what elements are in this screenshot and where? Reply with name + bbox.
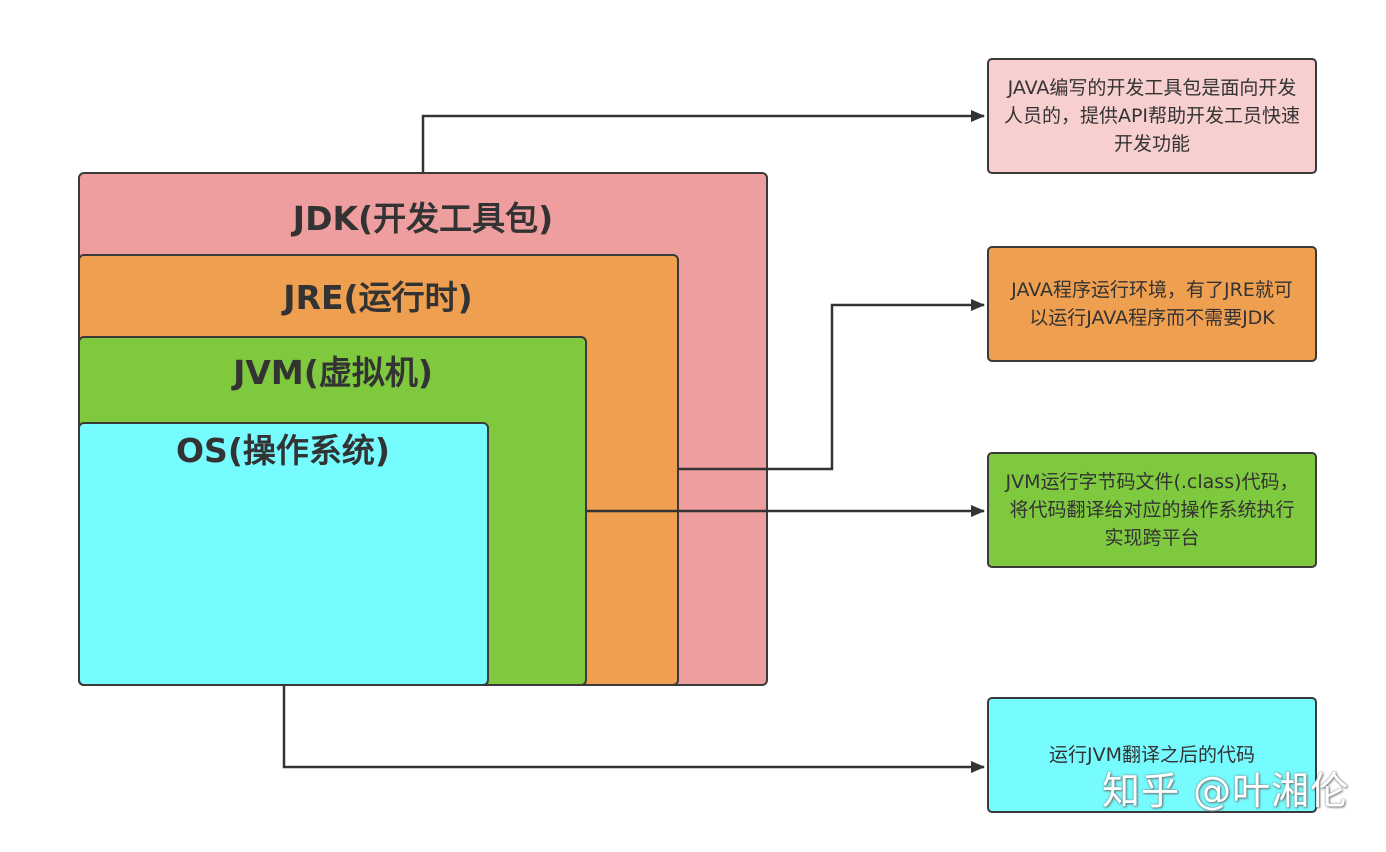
- jvm-note: JVM运行字节码文件(.class)代码，将代码翻译给对应的操作系统执行实现跨平…: [987, 452, 1317, 568]
- jvm-title: JVM(虚拟机): [233, 353, 433, 392]
- jdk-note: JAVA编写的开发工具包是面向开发人员的，提供API帮助开发工员快速开发功能: [987, 58, 1317, 174]
- jre-note: JAVA程序运行环境，有了JRE就可以运行JAVA程序而不需要JDK: [987, 246, 1317, 362]
- os-box: [78, 422, 489, 686]
- jdk-title: JDK(开发工具包): [292, 199, 554, 238]
- jdk-connector: [421, 110, 985, 172]
- os-connector: [282, 686, 985, 773]
- jre-title: JRE(运行时): [283, 278, 473, 317]
- os-note-text: 运行JVM翻译之后的代码: [1049, 744, 1255, 766]
- watermark: 知乎 @叶湘伦: [1102, 769, 1350, 813]
- jvm-note-text: JVM运行字节码文件(.class)代码，将代码翻译给对应的操作系统执行实现跨平…: [1005, 471, 1299, 549]
- jdk-note-text: JAVA编写的开发工具包是面向开发人员的，提供API帮助开发工员快速开发功能: [1003, 77, 1301, 155]
- os-title: OS(操作系统): [176, 431, 390, 470]
- jre-note-text: JAVA程序运行环境，有了JRE就可以运行JAVA程序而不需要JDK: [1011, 279, 1293, 329]
- os-note: 运行JVM翻译之后的代码: [987, 697, 1317, 813]
